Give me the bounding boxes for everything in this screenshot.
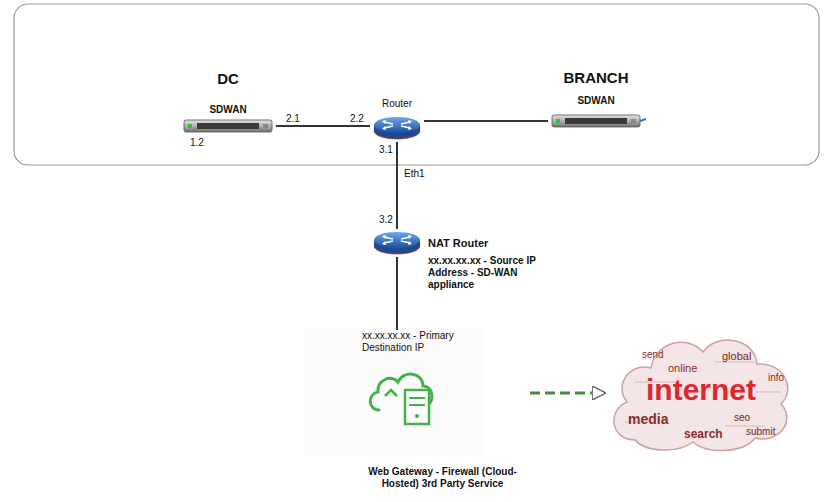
word-cloud-term: search [684, 428, 723, 441]
nat-router: NAT Router [372, 229, 492, 257]
branch-sdwan-appliance: BRANCH SDWAN [548, 69, 644, 129]
dashed-arrow [530, 392, 605, 395]
word-cloud-term: seo [734, 412, 750, 423]
node-title: BRANCH [548, 69, 644, 87]
interface-label: 3.2 [379, 214, 393, 225]
network-link [276, 125, 370, 127]
network-link [396, 142, 398, 229]
word-cloud-term: online [668, 362, 697, 374]
node-title: internet [646, 373, 756, 407]
site-region [14, 4, 819, 165]
node-title: Router [370, 98, 424, 110]
node-text: SDWAN [548, 95, 644, 107]
interface-label: 2.2 [350, 113, 364, 124]
web-gateway-firewall: xx.xx.xx.xx - Primary Destination IP Web … [355, 330, 530, 490]
router-icon [372, 229, 422, 257]
interface-label: 3.1 [379, 144, 393, 155]
interface-label: Eth1 [404, 168, 425, 179]
node-text: Web Gateway - Firewall (Cloud-Hosted) 3r… [355, 466, 530, 490]
network-link [396, 257, 398, 330]
node-title: NAT Router [428, 237, 488, 250]
network-link [424, 120, 548, 122]
ip-note: xx.xx.xx.xx - Source IP Address - SD-WAN… [428, 255, 546, 291]
node-title: xx.xx.xx.xx - Primary Destination IP [355, 330, 487, 354]
server-icon [365, 360, 447, 426]
core-router: Router [370, 98, 424, 142]
word-cloud-term: global [722, 350, 751, 362]
appliance-icon [183, 118, 273, 134]
word-cloud-term: media [628, 412, 668, 427]
word-cloud-term: send [642, 349, 664, 360]
interface-label: 1.2 [190, 137, 204, 148]
router-icon [372, 114, 422, 142]
node-title: DC [180, 70, 276, 88]
interface-label: 2.1 [286, 113, 300, 124]
node-text: SDWAN [180, 104, 276, 116]
word-cloud-term: submit [746, 426, 775, 437]
appliance-icon [551, 113, 641, 129]
dc-sdwan-appliance: DC SDWAN [180, 70, 276, 134]
port-stub [640, 119, 646, 121]
word-cloud-term: info [768, 372, 784, 383]
